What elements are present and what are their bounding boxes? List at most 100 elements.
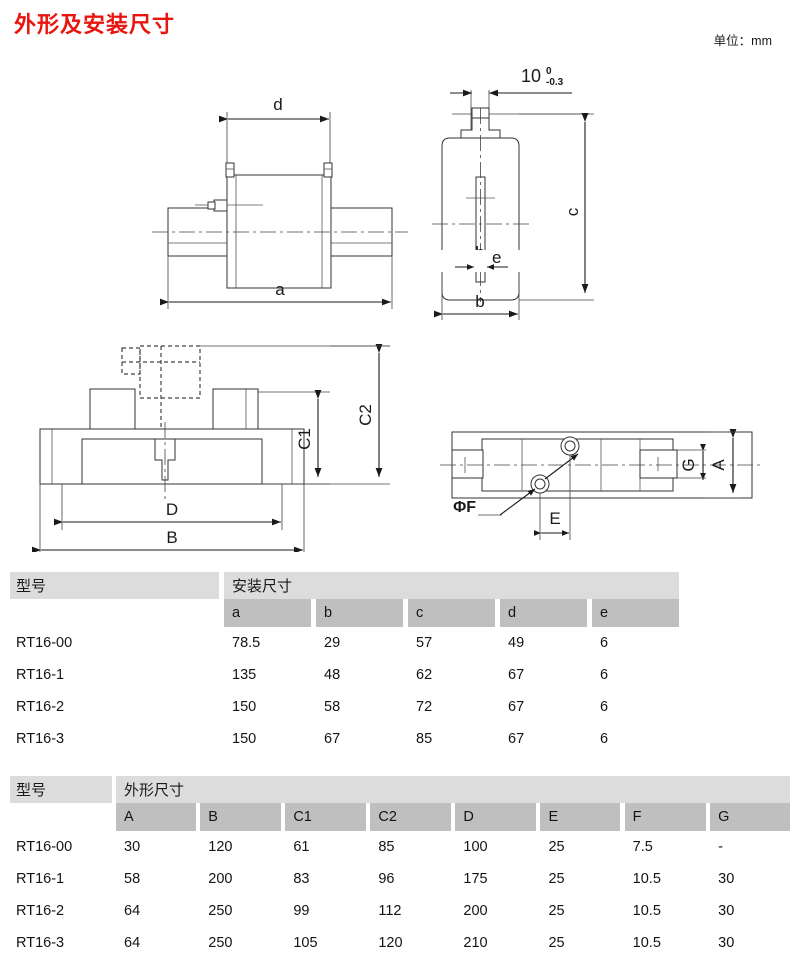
column-header-a: a (224, 599, 311, 627)
table-row: RT16-00 30 120 61 85 100 25 7.5 - (10, 831, 790, 863)
fuse-front-b-dimension: b e (430, 248, 540, 320)
column-header-b: b (316, 599, 403, 627)
cell-2-b: 58 (324, 699, 341, 715)
column-header-B: B (200, 803, 281, 831)
drawings-svg: .ol { fill:none; stroke:#333; stroke-wid… (32, 66, 760, 552)
cell2-3-C2: 120 (378, 935, 403, 951)
cell-1-b: 48 (324, 667, 341, 683)
cell-3-b: 67 (324, 731, 341, 747)
cell-3-c: 85 (416, 731, 433, 747)
dim-label-D: D (166, 500, 178, 519)
cell2-3-B: 250 (208, 935, 233, 951)
cell2-1-D: 175 (463, 871, 488, 887)
header-model: 型号 (10, 572, 219, 599)
cell2-2-E: 25 (548, 903, 565, 919)
row-model-3: RT16-3 (16, 731, 65, 747)
installation-dimensions-table: 型号 安装尺寸 a b c d e RT16-00 78.5 29 57 49 … (10, 572, 679, 755)
header-gap-2 (111, 776, 117, 803)
column-header-F: F (624, 803, 706, 831)
cell2-1-E: 25 (548, 871, 565, 887)
cell-3-e: 6 (600, 731, 609, 747)
dim-label-E: E (549, 509, 560, 528)
dim-label-A: A (709, 459, 728, 471)
column-sep (403, 599, 408, 627)
cell-1-c: 62 (416, 667, 433, 683)
column-sep (311, 599, 316, 627)
dim-label-a: a (275, 280, 285, 299)
cell2-3-D: 210 (463, 935, 488, 951)
dim-label-B: B (166, 528, 177, 547)
column-sep (620, 803, 625, 831)
table-row: RT16-3 64 250 105 120 210 25 10.5 30 (10, 927, 790, 959)
column-header-d: d (500, 599, 587, 627)
subheader-gap (219, 599, 224, 627)
cell2-1-C2: 96 (378, 871, 395, 887)
row2-model-1: RT16-1 (16, 871, 65, 887)
cell2-2-C1: 99 (293, 903, 310, 919)
cell2-2-C2: 112 (378, 903, 402, 919)
cell2-0-F: 7.5 (632, 839, 653, 855)
table-row: RT16-1 58 200 83 96 175 25 10.5 30 (10, 863, 790, 895)
cell-1-d: 67 (508, 667, 525, 683)
column-header-C1: C1 (285, 803, 366, 831)
cell-0-d: 49 (508, 635, 525, 651)
dim-label-C1: C1 (295, 428, 314, 450)
cell-1-e: 6 (600, 667, 609, 683)
column-header-A: A (116, 803, 196, 831)
dim-label-e2: e (492, 248, 501, 267)
cell-3-a: 150 (232, 731, 257, 747)
tol-upper: 0 (546, 66, 552, 77)
subheader-blank (10, 599, 219, 627)
row-model-0: RT16-00 (16, 635, 73, 651)
row-model-2: RT16-2 (16, 699, 65, 715)
tol-value-10: 10 (521, 66, 541, 86)
cell-2-c: 72 (416, 699, 433, 715)
column-header-G: G (710, 803, 790, 831)
tol-lower: -0.3 (546, 77, 564, 88)
row2-model-3: RT16-3 (16, 935, 65, 951)
cell2-0-D: 100 (463, 839, 488, 855)
table-row: RT16-00 78.5 29 57 49 6 (10, 627, 679, 659)
table-group-header-row: 型号 安装尺寸 (10, 572, 679, 599)
cell2-0-E: 25 (548, 839, 565, 855)
fuse-base-top-view: ΦF E G A (440, 429, 760, 540)
cell-2-a: 150 (232, 699, 257, 715)
cell-0-a: 78.5 (232, 635, 261, 651)
cell2-2-B: 250 (208, 903, 233, 919)
cell2-1-C1: 83 (293, 871, 310, 887)
cell2-2-F: 10.5 (632, 903, 661, 919)
column-header-c: c (408, 599, 495, 627)
table-row: RT16-2 150 58 72 67 6 (10, 691, 679, 723)
cell2-0-C1: 61 (293, 839, 310, 855)
dim-label-G: G (679, 458, 698, 471)
cell-0-b: 29 (324, 635, 341, 651)
cell2-3-G: 30 (718, 935, 735, 951)
cell-0-c: 57 (416, 635, 433, 651)
header-gap (219, 572, 224, 599)
row-model-1: RT16-1 (16, 667, 65, 683)
cell2-1-B: 200 (208, 871, 233, 887)
row2-model-2: RT16-2 (16, 903, 65, 919)
cell2-0-A: 30 (124, 839, 141, 855)
cell-0-e: 6 (600, 635, 609, 651)
cell2-3-F: 10.5 (632, 935, 661, 951)
dim-label-C2: C2 (356, 404, 375, 426)
cell2-3-A: 64 (124, 935, 141, 951)
cell2-2-A: 64 (124, 903, 141, 919)
cell2-0-C2: 85 (378, 839, 395, 855)
column-sep (705, 803, 711, 831)
page-title: 外形及安装尺寸 (14, 12, 176, 37)
column-header-D: D (455, 803, 536, 831)
column-header-C2: C2 (370, 803, 451, 831)
dim-label-c: c (563, 207, 582, 216)
cell2-1-G: 30 (718, 871, 735, 887)
table-group-header-row: 型号 外形尺寸 (10, 776, 790, 803)
column-sep (280, 803, 286, 831)
cell2-1-A: 58 (124, 871, 141, 887)
header-model-2: 型号 (10, 776, 112, 803)
table-subheader-row: a b c d e (10, 599, 679, 627)
cell2-2-D: 200 (463, 903, 488, 919)
subheader-blank-2 (10, 803, 112, 831)
row2-model-0: RT16-00 (16, 839, 73, 855)
cell2-1-F: 10.5 (632, 871, 661, 887)
